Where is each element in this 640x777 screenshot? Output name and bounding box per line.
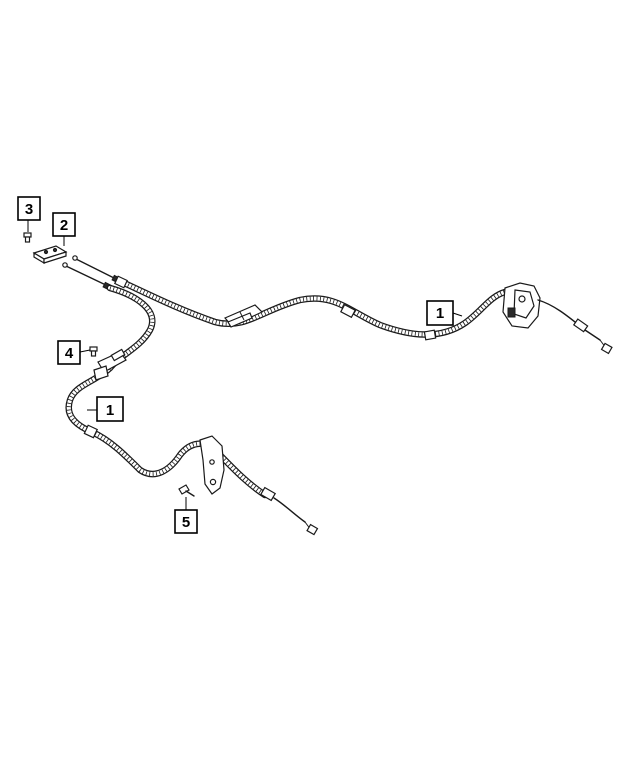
cable-clip-part — [32, 245, 68, 265]
callout-1-upper: 1 — [426, 300, 454, 326]
callout-2-label: 2 — [60, 217, 68, 234]
cable-assembly-right — [113, 275, 509, 341]
callout-1-lower: 1 — [96, 396, 124, 422]
bolt-part-long — [178, 484, 195, 497]
callout-1-lower-label: 1 — [106, 402, 114, 419]
callout-2: 2 — [52, 212, 76, 237]
callout-3: 3 — [17, 196, 41, 221]
lower-cable-bracket — [93, 348, 127, 381]
bolt-part-small — [89, 346, 98, 357]
left-rear-brake-bracket — [199, 435, 225, 495]
right-rear-brake-bracket — [502, 282, 613, 355]
callout-4: 4 — [57, 340, 81, 365]
callout-1-upper-label: 1 — [436, 305, 444, 322]
callout-3-label: 3 — [25, 201, 33, 218]
screw-part — [23, 232, 32, 243]
callout-5: 5 — [174, 509, 198, 534]
callout-4-label: 4 — [65, 345, 74, 362]
leader-lines — [27, 220, 463, 510]
center-cable-bracket — [224, 304, 264, 328]
callout-5-label: 5 — [182, 514, 190, 531]
